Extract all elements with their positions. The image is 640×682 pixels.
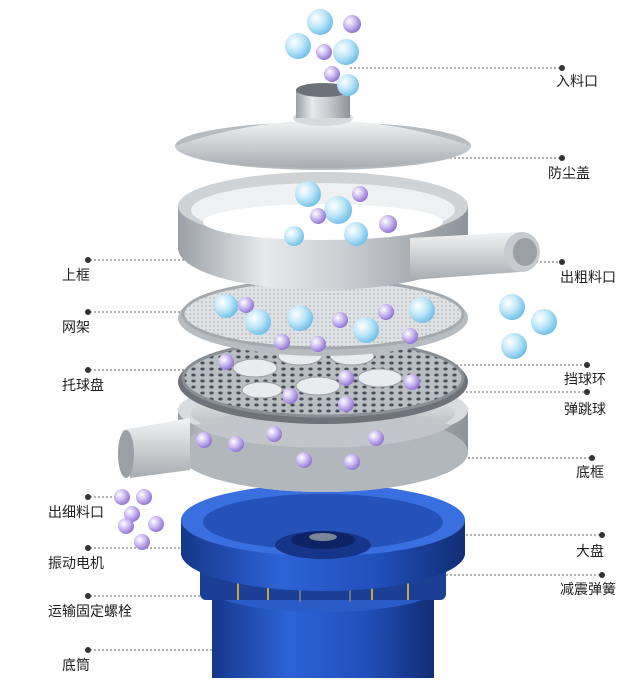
label-big-plate: 大盘 [576, 544, 604, 560]
label-ball-tray: 托球盘 [62, 378, 104, 394]
label-inlet: 入料口 [556, 74, 598, 90]
inlet-pipe [296, 83, 350, 118]
dust-cover [175, 83, 471, 170]
label-fine-outlet: 出细料口 [48, 505, 104, 521]
fine-outlet-spout [118, 418, 190, 478]
label-coarse-outlet: 出粗料口 [560, 270, 616, 286]
coarse-outlet-spout [410, 232, 540, 280]
label-transport-bolt: 运输固定螺栓 [48, 604, 132, 620]
big-plate [181, 484, 465, 591]
label-ball-ring: 挡球环 [564, 372, 606, 388]
label-vibration-motor: 振动电机 [48, 556, 104, 572]
label-damping-spring: 减震弹簧 [560, 582, 616, 598]
label-upper-frame: 上框 [62, 268, 90, 284]
label-base-frame: 底框 [576, 465, 604, 481]
label-bottom-barrel: 底筒 [62, 658, 90, 674]
vibration-motor-hub [275, 531, 371, 559]
label-bounce-ball: 弹跳球 [564, 402, 606, 418]
material-balls [114, 9, 557, 550]
label-dust-cover: 防尘盖 [548, 166, 590, 182]
label-mesh-frame: 网架 [62, 320, 90, 336]
leader-dots [85, 65, 605, 653]
ball-tray [178, 338, 468, 424]
